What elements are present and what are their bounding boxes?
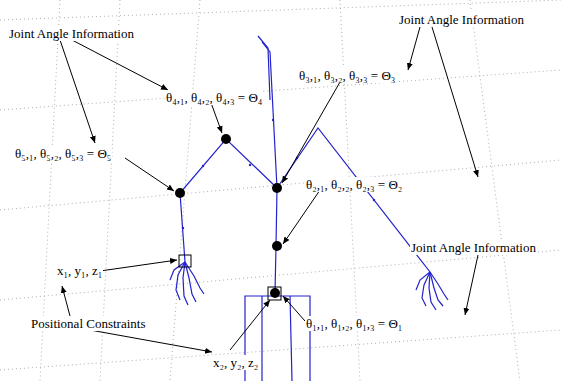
annotation-label: Joint Angle Information <box>8 26 135 41</box>
annotation-label: x₁, y₁, z₁ <box>56 263 103 278</box>
annotation-label: θ₂,₁, θ₂,₂, θ₂,₃ = Θ₂ <box>305 177 403 192</box>
annotation-label: θ₄,₁, θ₄,₂, θ₄,₃ = Θ₄ <box>165 90 263 105</box>
annotation-label: Joint Angle Information <box>410 240 537 255</box>
annotation-label: θ₁,₁, θ₁,₂, θ₁,₃ = Θ₁ <box>305 316 403 331</box>
joint-dots <box>175 134 282 298</box>
constraint-squares <box>179 255 281 300</box>
annotation-label: θ₅,₁, θ₅,₂, θ₅,₃ = Θ₅ <box>14 146 112 161</box>
annotation-label: Positional Constraints <box>30 316 146 331</box>
leader-lines <box>60 27 478 352</box>
annotation-label: θ₃,₁, θ₃,₂, θ₃,₃ = Θ₃ <box>298 68 396 83</box>
figure-points <box>182 119 375 229</box>
annotation-label: x₂, y₂, z₂ <box>212 355 259 370</box>
annotation-label: Joint Angle Information <box>398 12 525 27</box>
stick-figure <box>170 36 448 381</box>
